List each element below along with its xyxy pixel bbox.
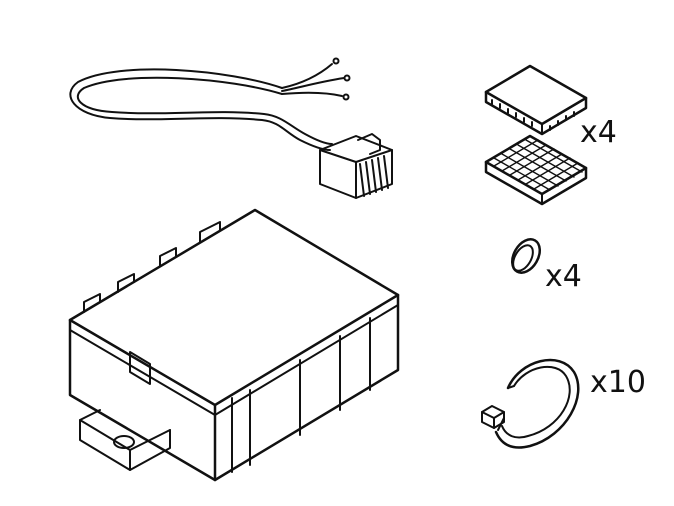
wiring-harness <box>70 59 392 199</box>
ring-quantity: x4 <box>545 259 582 294</box>
adhesive-pad-quantity: x4 <box>580 115 617 150</box>
control-module <box>70 210 398 480</box>
ring <box>507 234 546 277</box>
adhesive-pads <box>486 66 586 204</box>
cable-tie-quantity: x10 <box>590 365 646 400</box>
cable-tie <box>482 360 578 447</box>
